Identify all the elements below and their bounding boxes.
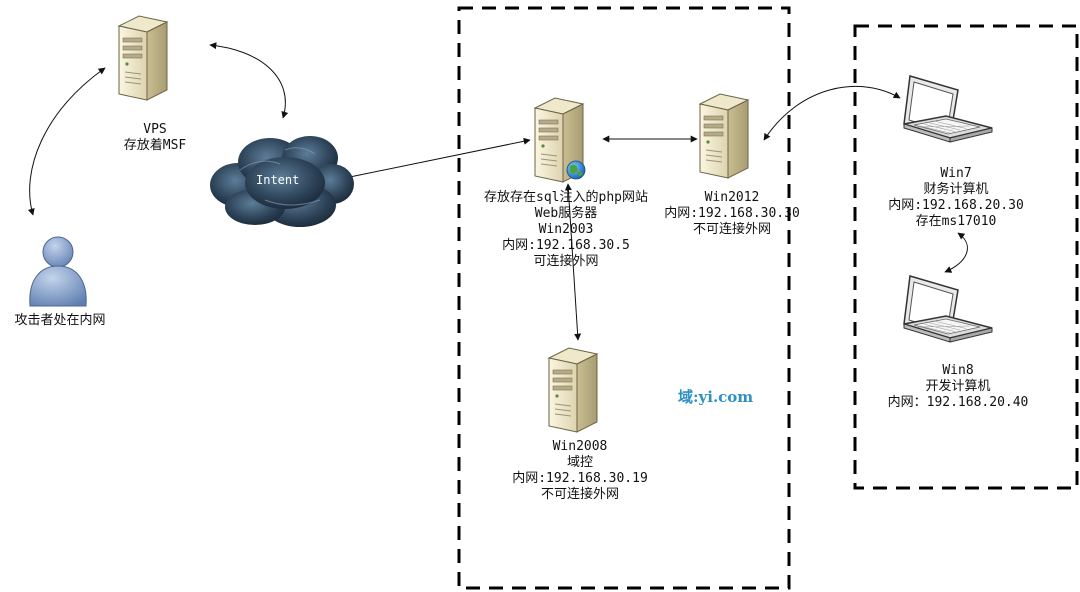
win2008-label: Win2008 域控 内网:192.168.30.19 不可连接外网 [512,439,648,503]
win7-label-line: Win7 [940,166,972,181]
win2008-label-line: Win2008 [552,439,608,454]
vps-server-icon [118,15,168,101]
win8-label: Win8 开发计算机 内网：192.168.20.40 [888,363,1029,411]
win8-laptop-icon [903,275,993,343]
win2008-label-line: 内网:192.168.30.19 [512,471,648,486]
win2008-server-icon [548,347,598,433]
user-icon [29,236,87,307]
web-server-label-line: Web服务器 [534,206,598,221]
win8-label-line: 内网：192.168.20.40 [887,395,1029,410]
attacker-label-line: 攻击者处在内网 [14,313,106,328]
win7-laptop-icon [903,75,993,143]
win8-label-line: 开发计算机 [925,379,991,394]
win2012-label-line: Win2012 [704,190,760,205]
attacker-label: 攻击者处在内网 [14,313,105,329]
web-server-label-line: Win2003 [538,222,594,237]
vps-label-line: VPS [143,122,167,137]
win2008-label-line: 不可连接外网 [540,487,620,502]
connector-win2012-win7 [763,86,901,141]
win8-label-line: Win8 [942,363,974,378]
win2008-label-line: 域控 [566,455,594,470]
cloud-label: Intent [256,173,300,187]
web-server-label-line: 存放存在sql注入的php网站 [484,190,648,205]
cloud-icon [210,136,354,227]
globe-icon [566,160,586,180]
connector-vps-attacker [27,67,106,216]
connector-web-win2008 [564,183,582,341]
web-server-label-line: 可连接外网 [533,254,599,269]
internal-zone-border [457,6,791,590]
win7-label: Win7 财务计算机 内网:192.168.20.30 存在ms17010 [888,166,1024,230]
web-server-label-line: 内网:192.168.30.5 [502,238,630,253]
web-server-label: 存放存在sql注入的php网站 Web服务器 Win2003 内网:192.16… [484,190,648,270]
win7-label-line: 存在ms17010 [915,214,997,229]
win2012-label-line: 内网:192.168.30.30 [664,206,800,221]
win2012-label-line: 不可连接外网 [692,222,772,237]
win2012-label: Win2012 内网:192.168.30.30 不可连接外网 [664,190,800,238]
office-zone-border [853,24,1079,490]
connector-win7-win8 [944,232,968,273]
win2012-server-icon [699,93,749,179]
vps-label: VPS 存放着MSF [124,122,186,154]
win7-label-line: 内网:192.168.20.30 [888,198,1024,213]
connector-cloud-web [344,137,531,181]
win7-label-line: 财务计算机 [923,182,989,197]
vps-label-line: 存放着MSF [123,138,187,153]
connector-vps-cloud [209,42,289,119]
domain-label: 域:yi.com [678,388,754,406]
